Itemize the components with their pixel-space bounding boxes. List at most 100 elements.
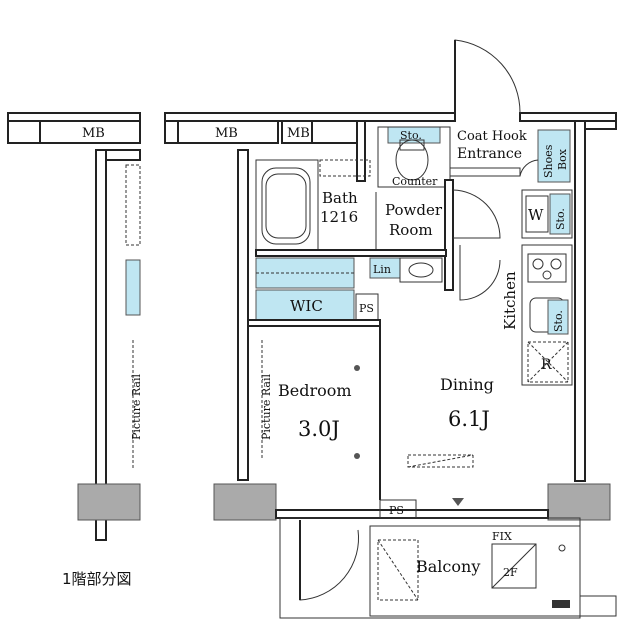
balcony-drain xyxy=(558,544,566,552)
balcony-dash-diag xyxy=(377,539,419,601)
stove xyxy=(527,253,567,283)
floor-caption: 1階部分図 xyxy=(62,570,132,588)
linen-label: Lin xyxy=(373,263,391,276)
counter-label: Counter xyxy=(392,175,438,188)
dining-dash-diag xyxy=(407,454,474,468)
bath: Bath 1216 xyxy=(255,159,447,257)
kitchen-label: Kitchen xyxy=(501,271,519,330)
box-label: Box xyxy=(556,148,569,170)
fridge-space xyxy=(527,341,569,383)
bath-bottom-wall xyxy=(255,249,447,257)
bottom-wall xyxy=(275,509,549,519)
neighbor-storage xyxy=(125,259,141,316)
balcony-door-swing xyxy=(299,520,360,601)
ps-wic-label: PS xyxy=(359,302,374,315)
floor-2f-label: 2F xyxy=(503,566,518,579)
shoes-label: Shoes xyxy=(542,144,555,178)
wall-corner-left xyxy=(164,120,179,144)
column-left xyxy=(213,483,277,521)
balcony-drain-2 xyxy=(552,600,570,608)
coat-hook-label: Coat Hook xyxy=(457,129,527,144)
washer-space xyxy=(521,189,573,239)
fridge-x2 xyxy=(527,341,569,383)
bathtub-inner xyxy=(265,173,307,239)
bedroom-size: 3.0J xyxy=(298,417,340,441)
balcony-right-block xyxy=(579,595,617,617)
toilet-tank xyxy=(399,139,425,151)
bathtub xyxy=(261,167,311,245)
entry-door-swing xyxy=(454,39,521,114)
balcony-label: Balcony xyxy=(416,557,480,576)
bedroom: Picture Rail Bedroom 3.0J PS xyxy=(260,326,417,519)
wic-storage-top[interactable] xyxy=(255,257,355,289)
wic-storage[interactable] xyxy=(255,289,355,321)
kitchen-counter xyxy=(521,244,573,386)
basin-bowl xyxy=(408,262,434,278)
linen: Lin xyxy=(369,257,443,283)
bedroom-label: Bedroom xyxy=(278,381,352,400)
burner-1 xyxy=(532,258,544,270)
bedroom-light-1 xyxy=(354,365,360,371)
fix-label: FIX xyxy=(492,530,512,543)
wash-basin xyxy=(399,257,443,283)
powder-right-wall xyxy=(444,179,454,291)
entrance-area: Coat Hook Entrance Shoes Box xyxy=(356,39,571,183)
burner-2 xyxy=(550,258,562,270)
main-walls: MB MB xyxy=(164,112,617,521)
entrance-step xyxy=(449,167,521,177)
neighbor-wall-seg xyxy=(7,120,41,144)
ps-bottom-label: PS xyxy=(389,504,404,517)
wall-block-top xyxy=(311,120,358,144)
kitchen-door-swing xyxy=(459,245,501,301)
washer-label: W xyxy=(528,206,544,224)
neighbor-mb-label: MB xyxy=(82,126,105,141)
entrance-wall xyxy=(356,120,366,182)
top-wall-left xyxy=(164,112,456,122)
hatch-diag xyxy=(491,543,537,589)
washer-area: W Sto. xyxy=(521,189,573,239)
sto-top-label: Sto. xyxy=(400,129,422,142)
powder-label-2: Room xyxy=(389,221,433,239)
fridge-label: R xyxy=(541,357,552,373)
column-right xyxy=(547,483,611,521)
toilet-bowl xyxy=(395,139,429,181)
shoes-door-swing xyxy=(519,159,539,177)
neighbor-wall-top-right xyxy=(105,149,141,161)
mb-small-label: MB xyxy=(287,126,310,141)
top-wall-right xyxy=(519,112,617,122)
sto-kitchen-label: Sto. xyxy=(552,310,565,332)
dining-dash-box xyxy=(407,454,474,468)
toilet-cubicle xyxy=(377,126,451,188)
bath-label: Bath xyxy=(322,189,358,207)
wic: WIC PS xyxy=(247,257,381,327)
burner-3 xyxy=(542,270,552,280)
wic-label: WIC xyxy=(290,297,323,315)
dining: Dining 6.1J xyxy=(407,375,494,506)
bath-size: 1216 xyxy=(320,208,358,226)
sto-right[interactable] xyxy=(549,193,571,235)
balcony-dash-left xyxy=(377,539,419,601)
neighbor-picture-rail: Picture Rail xyxy=(130,374,143,440)
right-wall xyxy=(574,120,586,482)
bedroom-light-2 xyxy=(354,453,360,459)
shoes-box[interactable] xyxy=(537,129,571,183)
neighbor-right-wall xyxy=(95,149,107,541)
fridge-x1 xyxy=(527,341,569,383)
powder-door-swing xyxy=(452,189,501,239)
left-wall xyxy=(237,149,249,481)
sto-kitchen[interactable] xyxy=(547,299,569,335)
dining-size: 6.1J xyxy=(448,407,490,431)
wic-bottom-wall xyxy=(247,319,381,327)
hatch-box xyxy=(491,543,537,589)
kitchen: Sto. Kitchen R xyxy=(459,244,573,386)
picture-rail-label: Picture Rail xyxy=(260,374,273,440)
entrance-label: Entrance xyxy=(457,146,522,162)
neighbor-bath xyxy=(125,164,141,246)
mb-label: MB xyxy=(215,126,238,141)
dining-label: Dining xyxy=(440,375,494,394)
neighbor-unit: MB Picture Rail xyxy=(7,112,143,541)
sto-right-label: Sto. xyxy=(554,208,567,230)
entry-arrow xyxy=(452,498,464,506)
washer-box xyxy=(525,195,549,233)
